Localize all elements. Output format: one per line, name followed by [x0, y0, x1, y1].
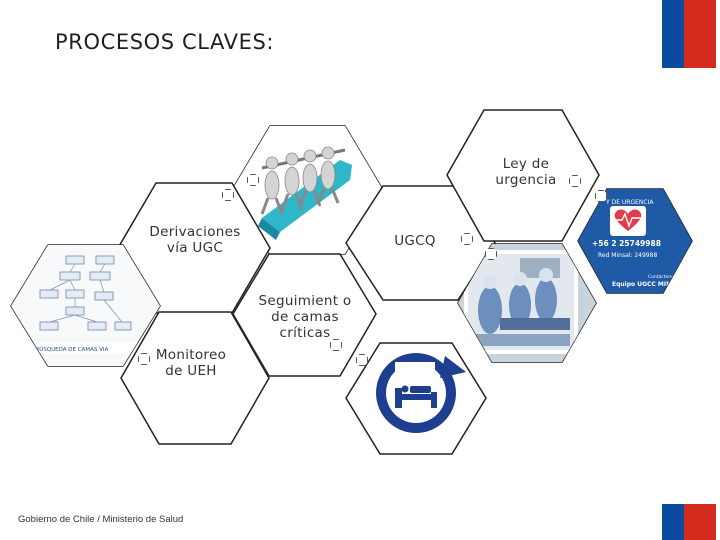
urgency-card-hex: Y DE URGENCIA +56 2 25749988 Red Minsal:… — [577, 188, 693, 294]
ley-urgencia-hex — [446, 109, 600, 242]
urgency-card: Y DE URGENCIA +56 2 25749988 Red Minsal:… — [578, 189, 692, 293]
handle-4 — [569, 175, 581, 187]
handle-7 — [330, 339, 342, 351]
heart-icon — [614, 209, 642, 231]
bed-cycle-icon — [376, 353, 466, 433]
bed-image-hex — [345, 342, 487, 455]
handle-9 — [138, 353, 150, 365]
urgency-card-contact: Contáctenos — [648, 273, 677, 280]
flowchart-diagram-icon: O DE BÚSQUEDA DE CAMAS VIA — [11, 245, 160, 366]
handle-8 — [356, 354, 368, 366]
urgency-card-phone: +56 2 25749988 — [592, 239, 661, 248]
flowchart-caption: O DE BÚSQUEDA DE CAMAS VIA — [20, 346, 108, 353]
handle-1 — [222, 189, 234, 201]
flag-bottom-right — [662, 504, 716, 540]
slide-title: PROCESOS CLAVES: — [55, 30, 275, 54]
urgency-card-header: Y DE URGENCIA — [605, 199, 654, 206]
label-ugcq: UGCQ — [394, 233, 436, 249]
label-seguimiento: Seguimient o de camas críticas — [258, 293, 352, 341]
flag-top-right — [662, 0, 716, 68]
handle-6 — [485, 248, 497, 260]
label-monitoreo: Monitoreo de UEH — [155, 347, 227, 379]
urgency-card-minsal: Red Minsal: 249988 — [598, 252, 657, 259]
handle-5 — [595, 190, 607, 202]
monitoreo-hex — [120, 311, 270, 445]
handle-3 — [461, 233, 473, 245]
footer-text: Gobierno de Chile / Ministerio de Salud — [18, 514, 184, 525]
label-ley-urgencia: Ley de urgencia — [495, 156, 557, 188]
surgery-photo-hex — [457, 243, 597, 363]
handle-2 — [247, 174, 259, 186]
surgery-photo — [458, 244, 596, 362]
flowchart-image-hex: O DE BÚSQUEDA DE CAMAS VIA — [10, 244, 161, 367]
urgency-card-footer: Equipo UGCC MINS — [612, 281, 675, 288]
label-derivaciones: Derivaciones vía UGC — [149, 224, 241, 256]
tug-of-war-image-hex — [231, 125, 384, 255]
